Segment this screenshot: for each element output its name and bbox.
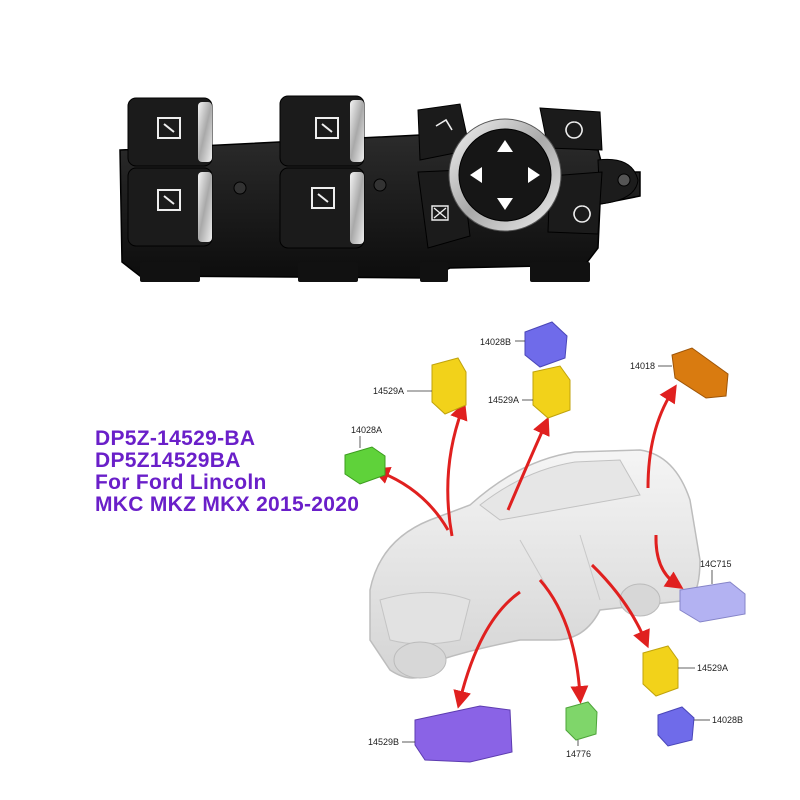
label-top-14028B: 14028B xyxy=(480,337,511,347)
arrow-up-icon xyxy=(497,140,513,152)
label-right-14028B: 14028B xyxy=(712,715,743,725)
screw-boss xyxy=(233,181,247,195)
rear-wheel xyxy=(619,583,661,617)
arrow-down-icon xyxy=(497,198,513,210)
connector-tab xyxy=(420,262,448,282)
label-green-14028A: 14028A xyxy=(351,425,382,435)
mounting-hole xyxy=(617,173,631,187)
arrow-to-14028A xyxy=(371,466,450,531)
car-windows xyxy=(479,459,641,521)
window-button-rear-left xyxy=(127,167,213,247)
arrow-to-left-14529A xyxy=(446,401,468,537)
title-line-1: DP5Z-14529-BA xyxy=(95,427,256,450)
car-grille xyxy=(379,592,471,645)
mirror-select-icon xyxy=(565,121,583,139)
title-line-3: For Ford Lincoln xyxy=(95,471,267,494)
mirror-joystick xyxy=(458,128,552,222)
arrow-to-14529B xyxy=(453,590,521,709)
mirror-fold-icon xyxy=(435,118,453,131)
part-center-14529A xyxy=(522,365,571,419)
window-switch-photo xyxy=(119,95,641,282)
arrow-to-14776 xyxy=(538,579,589,704)
label-bottom-14529B: 14529B xyxy=(368,737,399,747)
part-left-14529A xyxy=(407,357,467,415)
lock-out-icon xyxy=(431,205,449,221)
connector-tab xyxy=(298,262,358,282)
label-center-14529A: 14529A xyxy=(488,395,519,405)
label-bottom-14776: 14776 xyxy=(566,749,591,759)
window-button-rear-right xyxy=(279,167,365,249)
mirror-right-button xyxy=(539,107,603,151)
door-line xyxy=(579,534,601,601)
arrow-to-center-14529A xyxy=(506,416,550,511)
arrow-to-right-14529A xyxy=(590,563,650,649)
part-bottom-14776 xyxy=(565,701,598,746)
part-right-14529A xyxy=(642,645,695,697)
arrow-left-icon xyxy=(470,167,482,183)
mirror-select-icon xyxy=(573,205,591,223)
title-block: DP5Z-14529-BA DP5Z14529BA For Ford Linco… xyxy=(95,428,365,516)
label-right-14529A: 14529A xyxy=(697,663,728,673)
part-top-14018 xyxy=(658,347,729,399)
screw-boss xyxy=(373,178,387,192)
callout-arrows xyxy=(371,384,684,709)
car-illustration xyxy=(369,449,701,679)
front-wheel xyxy=(393,641,447,679)
title-line-4: MKC MKZ MKX 2015-2020 xyxy=(95,493,360,516)
title-line-2: DP5Z14529BA xyxy=(95,449,241,472)
part-right-14028B xyxy=(657,706,710,747)
mirror-control-pod xyxy=(417,103,603,249)
arrow-to-14018 xyxy=(646,384,677,489)
label-right-14C715: 14C715 xyxy=(700,559,732,569)
label-top-14018: 14018 xyxy=(630,361,655,371)
window-button-front-right xyxy=(279,95,365,167)
window-button-front-left xyxy=(127,97,213,167)
part-right-14C715 xyxy=(679,570,746,623)
label-left-14529A: 14529A xyxy=(373,386,404,396)
connector-tab xyxy=(140,262,200,282)
connector-tab xyxy=(530,262,590,282)
arrow-to-14C715 xyxy=(654,534,684,589)
part-green-14028A xyxy=(344,436,386,485)
arrow-right-icon xyxy=(528,167,540,183)
part-top-14028B xyxy=(515,321,568,368)
part-bottom-14529B xyxy=(402,705,513,763)
